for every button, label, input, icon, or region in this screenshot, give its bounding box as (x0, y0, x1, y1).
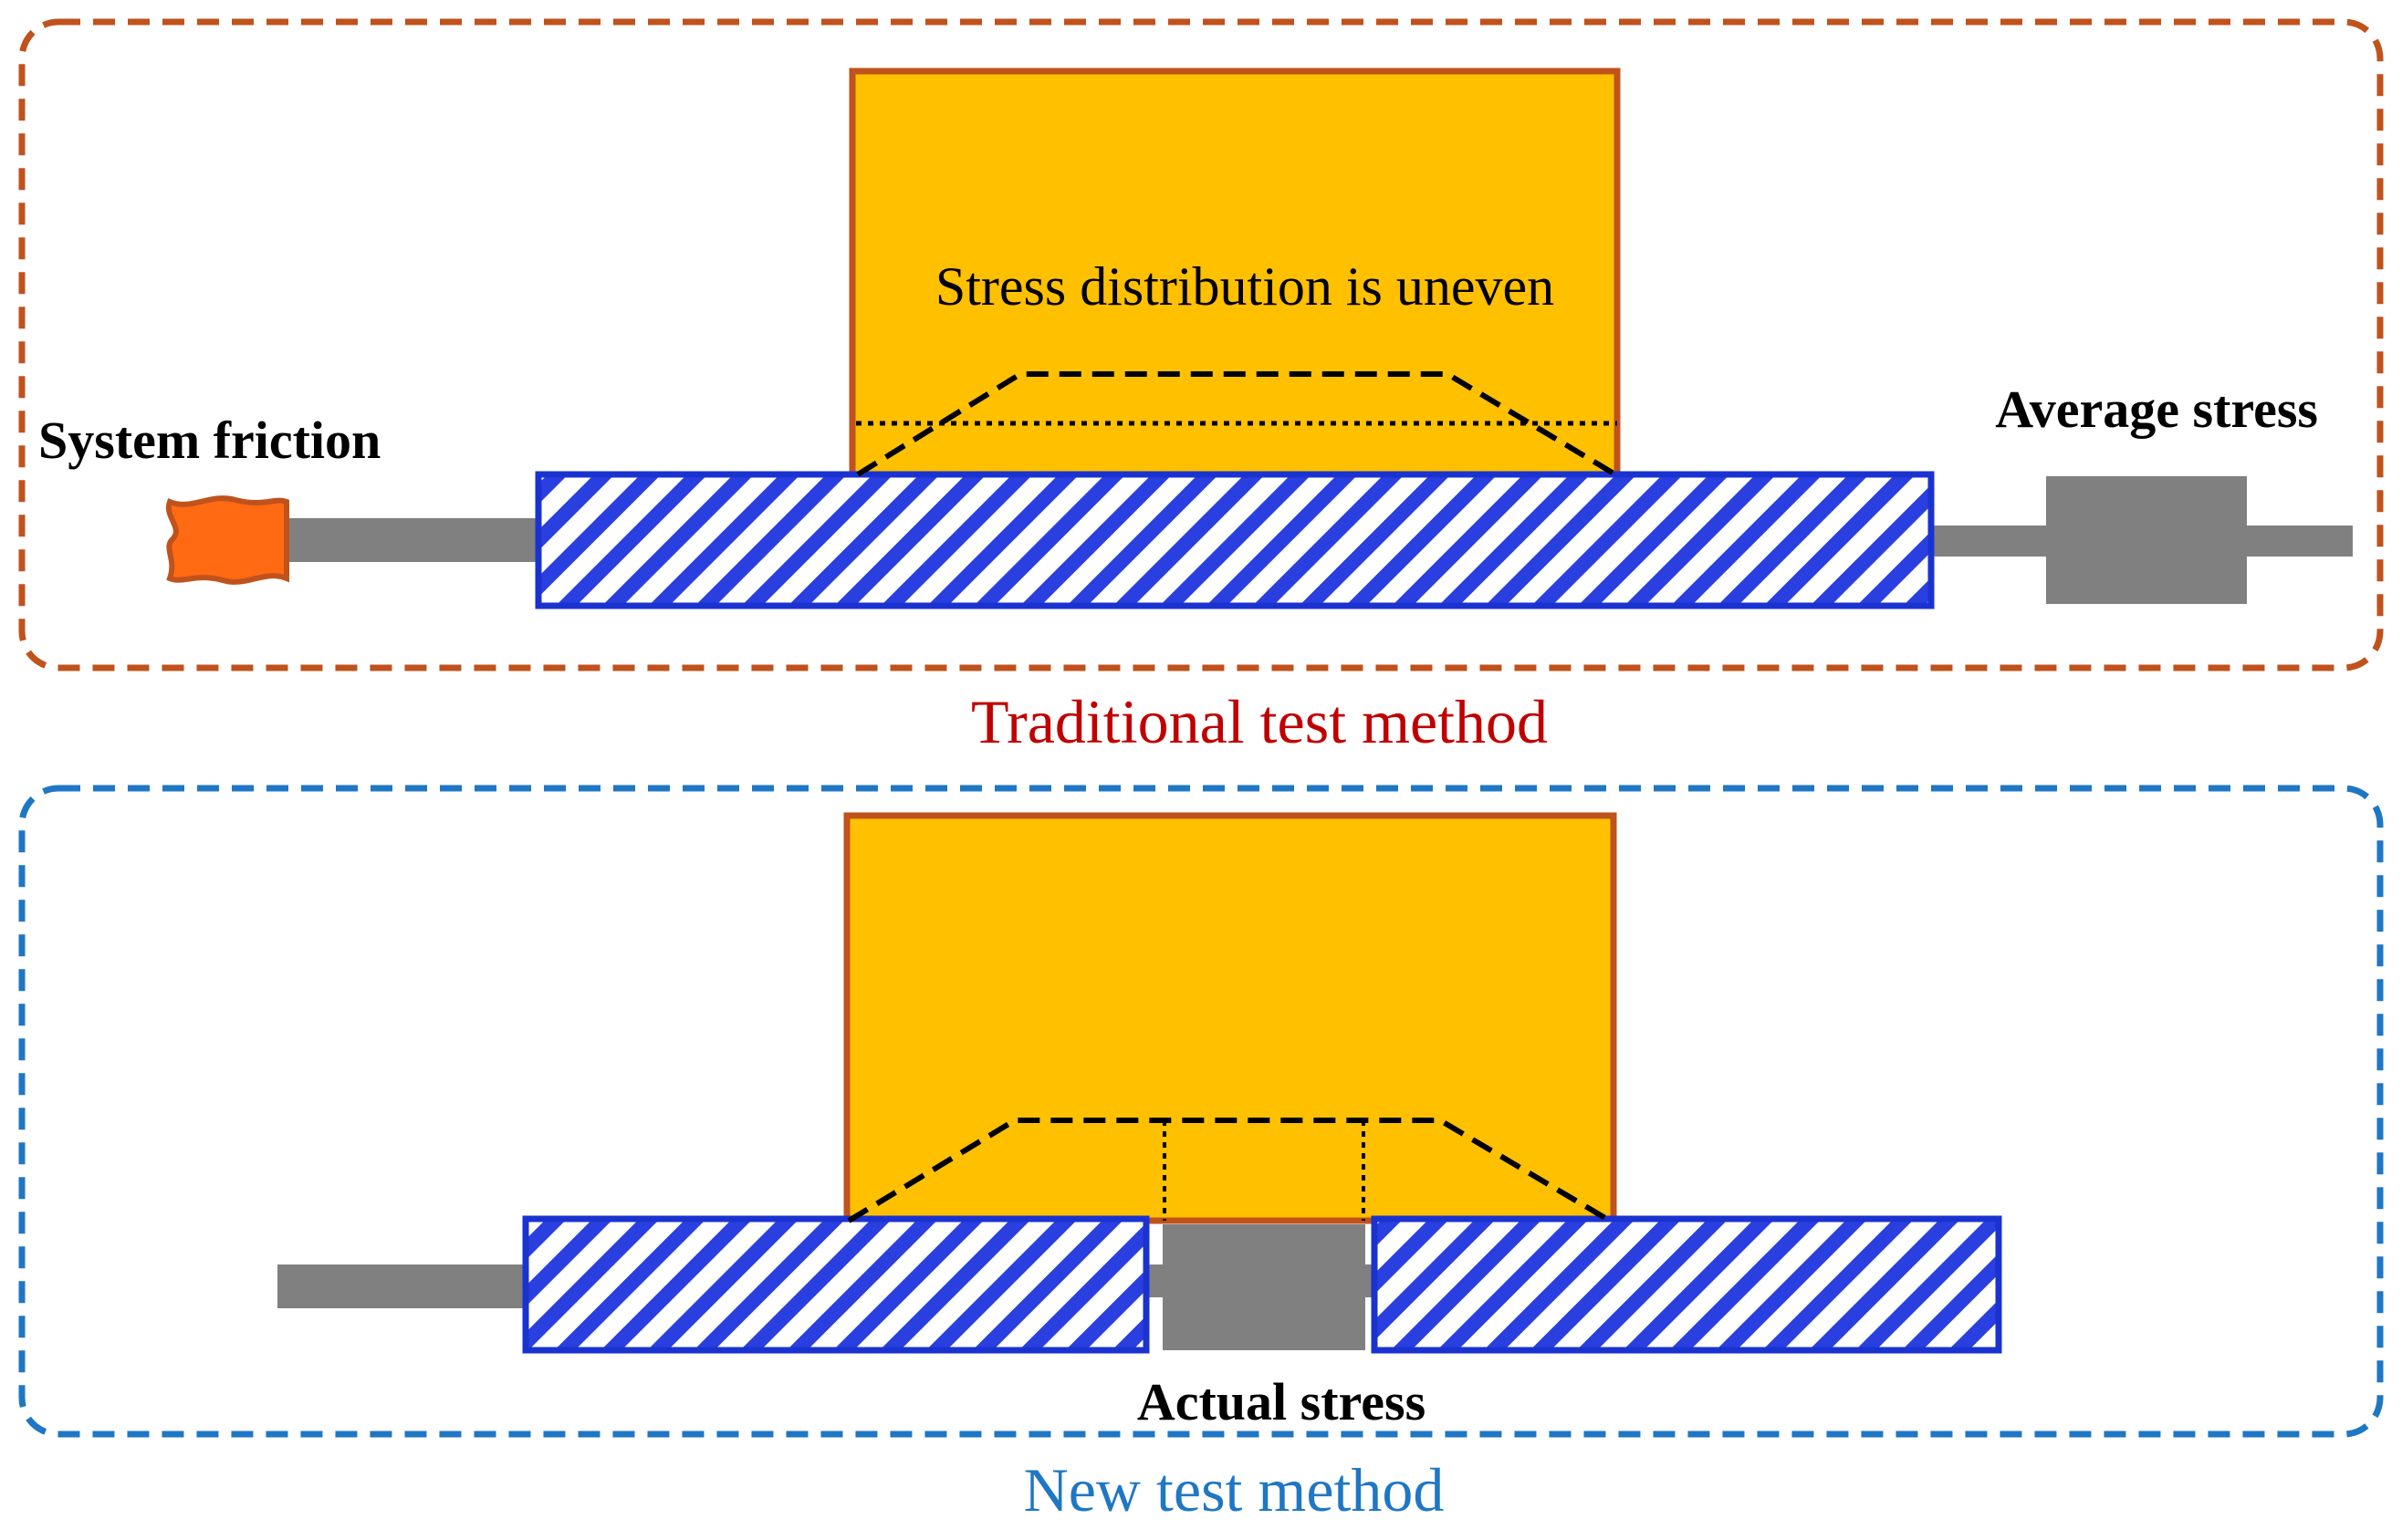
new-caption: New test method (1024, 1455, 1445, 1524)
specimen-left-half (522, 1215, 1150, 1354)
actual-stress-label: Actual stress (1137, 1372, 1426, 1431)
traditional-frame (18, 18, 2384, 671)
system-friction-element (165, 495, 289, 585)
average-stress-label: Average stress (1995, 380, 2318, 439)
traditional-panel: Stress distribution is uneven System fri… (18, 18, 2384, 671)
new-panel: Actual stress (18, 785, 2384, 1438)
loading-block (843, 812, 1617, 1224)
loading-block (849, 68, 1621, 478)
specimen-right-half (1371, 1215, 2002, 1354)
system-friction-label: System friction (38, 411, 381, 470)
uneven-stress-curve (856, 371, 1617, 477)
specimen-bar (535, 471, 1935, 609)
traditional-caption: Traditional test method (971, 687, 1548, 756)
new-frame (18, 785, 2384, 1438)
embedded-load-cell (1163, 1224, 1365, 1350)
uneven-stress-curve (847, 1118, 1612, 1223)
left-loading-rod (283, 518, 538, 562)
load-cell (2046, 476, 2247, 604)
stress-note-label: Stress distribution is uneven (935, 256, 1554, 317)
left-loading-rod (277, 1264, 526, 1308)
